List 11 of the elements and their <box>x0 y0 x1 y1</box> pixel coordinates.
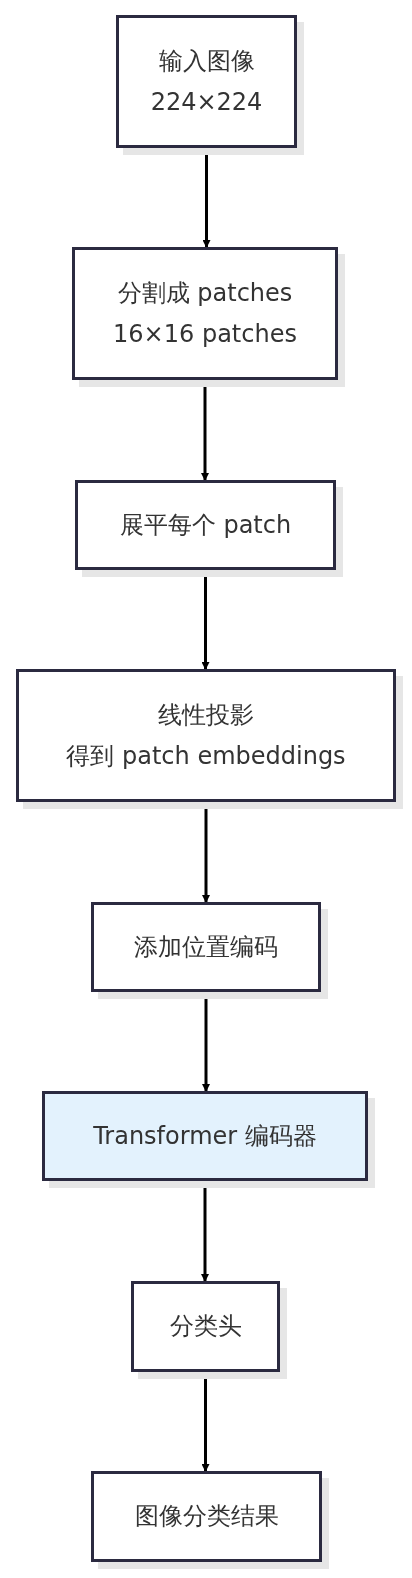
box-label: 线性投影 <box>158 699 254 731</box>
box-label: 图像分类结果 <box>134 1501 279 1532</box>
box-label: 224×224 <box>150 86 263 118</box>
box-label: 添加位置编码 <box>134 931 278 963</box>
box-label: 展平每个 patch <box>119 509 292 541</box>
box-label: Transformer 编码器 <box>93 1120 317 1152</box>
box-label: 得到 patch embeddings <box>66 740 346 772</box>
box-label: 输入图像 <box>158 45 255 77</box>
box-label: 16×16 patches <box>113 318 297 350</box>
box-label: 分割成 patches <box>117 277 293 309</box>
box-label: 分类头 <box>169 1311 242 1342</box>
